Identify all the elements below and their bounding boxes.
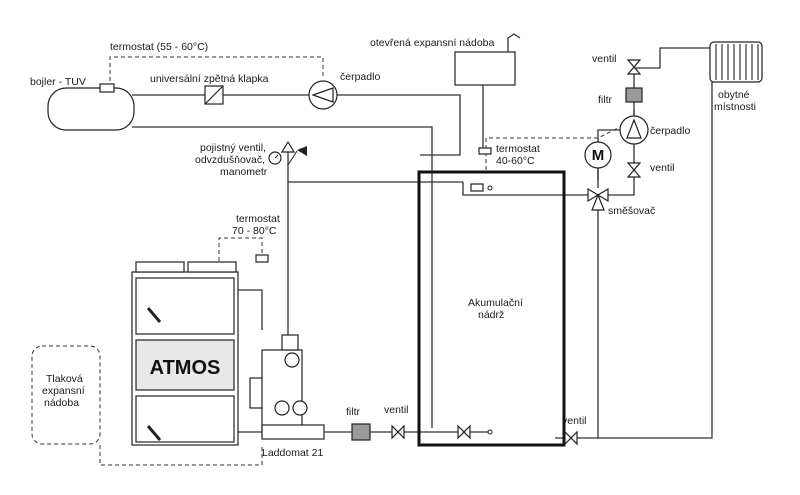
tank-inlet-dot (487, 429, 493, 435)
label-smesovac: směšovač (608, 205, 655, 217)
valve-bottom-right (564, 430, 578, 446)
atmos-top-right (187, 261, 237, 273)
label-tlakova-1: Tlaková (46, 373, 83, 385)
label-nadrz-2: nádrž (478, 309, 504, 321)
manometer-needle (274, 154, 279, 159)
filter-right (625, 87, 643, 103)
safety-group (268, 140, 307, 166)
pipe-tank-to-mixer (462, 182, 598, 196)
label-filtr-bottom: filtr (346, 406, 361, 418)
label-termostat-kotel-2: 70 - 80°C (232, 225, 277, 237)
label-cerpadlo-top: čerpadlo (340, 71, 380, 83)
mixer-right (596, 187, 609, 203)
tank-thermostat-head (478, 147, 492, 155)
mixer-left (587, 187, 600, 203)
label-termostat-nadrz-1: termostat (496, 143, 540, 155)
radiator (709, 41, 763, 83)
pipe-room-return (598, 75, 713, 439)
label-ventil-r-mid: ventil (650, 162, 675, 174)
mixer-bottom (591, 193, 605, 211)
atmos-top-left (135, 261, 185, 273)
safety-link (287, 150, 298, 166)
tank-thermostat-dot (487, 185, 493, 191)
laddomat-base (261, 424, 325, 440)
laddomat-gauge-mid (274, 400, 290, 416)
mixing-valve (587, 187, 609, 211)
dash-thermo-boiler (218, 237, 263, 275)
laddomat-gauge-right (292, 400, 308, 416)
pump-right-arrow (626, 118, 642, 139)
pipe-tuv-supply (132, 94, 461, 156)
mixer-motor (584, 141, 612, 188)
label-tlakova-2: expansní (42, 385, 85, 397)
label-filtr-r: filtr (598, 94, 613, 106)
valve-mid-right (626, 162, 642, 178)
label-pojistny-1: pojistný ventil, (200, 142, 266, 154)
tuv-boiler-tank (47, 87, 135, 131)
pipe-boiler-top (238, 289, 263, 330)
check-valve-slash (204, 85, 224, 105)
label-ventil-bottom: ventil (384, 404, 409, 416)
tank-thermostat (470, 147, 493, 192)
lower-door-handle (146, 425, 162, 441)
pipe-mixer-up (597, 47, 712, 180)
atmos-panel (135, 339, 235, 391)
pump-top (308, 80, 338, 110)
label-tlakova-3: nádoba (44, 397, 79, 409)
tuv-boiler-cap (99, 83, 115, 93)
laddomat-gauge-top (284, 352, 300, 368)
valve-top-right (626, 59, 642, 75)
air-vent-icon (280, 140, 296, 153)
atmos-lower-door (135, 395, 235, 443)
tuv-boiler (47, 83, 135, 131)
label-pojistny-3: manometr (220, 166, 268, 178)
label-termostat-kotel-1: termostat (236, 213, 280, 225)
label-obytne-2: místnosti (714, 101, 756, 113)
atmos-upper-door (135, 277, 235, 335)
check-valve (204, 85, 224, 105)
pipe-expansion-top (507, 33, 521, 52)
laddomat-top (281, 334, 299, 351)
label-ventil-bottom-right: ventil (562, 415, 587, 427)
accumulation-tank (417, 170, 566, 447)
label-obytne-1: obytné (718, 89, 750, 101)
valve-bottom (391, 424, 405, 440)
tank-thermostat-sensor (470, 183, 484, 192)
label-klapka: universální zpětná klapka (150, 73, 269, 85)
pump-top-arrow (311, 87, 334, 103)
radiator-body (709, 41, 763, 83)
right-valves (625, 59, 643, 178)
label-ventil-r-top: ventil (592, 53, 617, 65)
label-nadrz-1: Akumulační (468, 297, 523, 309)
pressure-vessel-outline (31, 345, 101, 445)
laddomat (249, 334, 325, 440)
upper-door-handle (146, 307, 162, 323)
open-expansion-vessel (454, 51, 516, 86)
atmos-boiler (131, 261, 239, 446)
label-expansni-otevrena: otevřená expansní nádoba (370, 37, 495, 49)
pump-right (619, 115, 649, 145)
label-laddomat: Laddomat 21 (262, 447, 323, 459)
label-bojler: bojler - TUV (30, 76, 86, 88)
boiler-thermostat (255, 254, 269, 263)
dash-thermo-top (109, 56, 324, 88)
pressure-expansion-vessel (31, 345, 101, 445)
label-cerpadlo-r: čerpadlo (650, 125, 690, 137)
filter-bottom (351, 423, 371, 441)
label-termostat-nadrz-2: 40-60°C (496, 155, 535, 167)
label-pojistny-2: odvzdušňovač, (195, 154, 265, 166)
radiator-fins (715, 44, 759, 80)
label-motor: M (592, 147, 605, 164)
pipe-tuv-return (132, 126, 433, 428)
safety-valve-icon (297, 146, 307, 156)
dash-expansion-link (99, 445, 263, 466)
label-atmos: ATMOS (150, 357, 221, 379)
label-termostat-top: termostat (55 - 60°C) (110, 41, 208, 53)
valve-tank-inlet (457, 424, 471, 440)
